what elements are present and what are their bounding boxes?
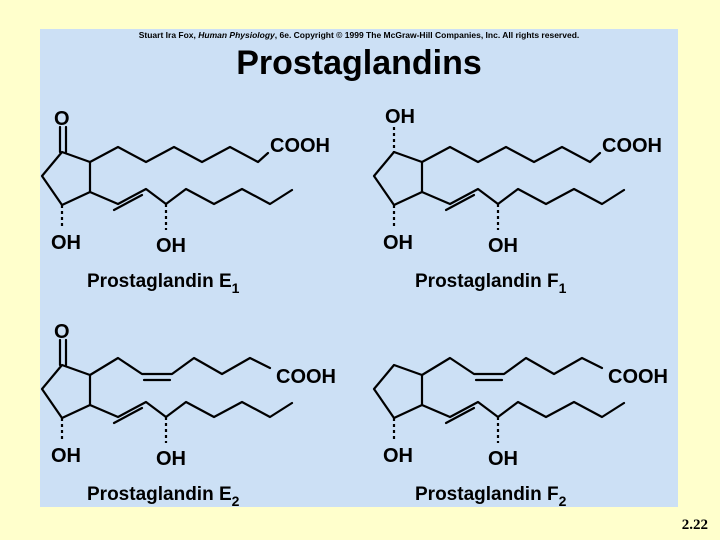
pgf1-trans-double-bond (444, 193, 476, 212)
pge2-ring-hydroxyl: OH (51, 445, 81, 467)
pge2-chain-hydroxyl: OH (156, 448, 186, 470)
copyright-prefix: Stuart Ira Fox, (138, 30, 199, 40)
pgf1-ring-hydroxyl: OH (383, 232, 413, 254)
pgf2-carboxyl: COOH (608, 366, 668, 388)
pge1-ring-hydroxyl: OH (51, 232, 81, 254)
pge1-label: Prostaglandin E1 (87, 271, 240, 296)
pgf2-chain-hydroxyl: OH (488, 448, 518, 470)
pge1-trans-double-bond (112, 193, 144, 212)
pgf2-alpha-chain (420, 356, 604, 377)
pge2-ring (40, 363, 92, 420)
pge1-alpha-chain (88, 145, 270, 164)
pgf1-ring (372, 150, 424, 207)
molecule-pgf1: OH COOH OH OH Prostaglandin F1 (372, 106, 662, 296)
pge2-label: Prostaglandin E2 (87, 484, 240, 509)
pgf2-label: Prostaglandin F2 (415, 484, 567, 509)
pgf2-label-name: Prostaglandin F (415, 484, 559, 505)
molecule-pge2: O COOH OH OH Prostaglandin E2 (40, 321, 336, 509)
pge1-label-subscript: 1 (232, 280, 240, 296)
pge2-label-subscript: 2 (232, 493, 240, 509)
pge1-keto-oxygen: O (54, 108, 70, 130)
pge1-chain-hydroxyl: OH (156, 235, 186, 257)
pgf1-top-hydroxyl: OH (385, 106, 415, 128)
pge2-carboxyl: COOH (276, 366, 336, 388)
pgf2-label-subscript: 2 (559, 493, 567, 509)
pgf1-label: Prostaglandin F1 (415, 271, 567, 296)
pge1-carboxyl: COOH (270, 135, 330, 157)
content-panel (40, 29, 678, 507)
pgf2-trans-double-bond (444, 406, 476, 425)
pge2-omega-chain (88, 400, 294, 419)
pgf2-omega-chain (420, 400, 626, 419)
pgf1-label-name: Prostaglandin F (415, 271, 559, 292)
pge1-label-name: Prostaglandin E (87, 271, 232, 292)
pge2-label-name: Prostaglandin E (87, 484, 232, 505)
pge1-ring (40, 150, 92, 207)
pge1-omega-chain (88, 187, 294, 206)
pgf1-label-subscript: 1 (559, 280, 567, 296)
pge2-trans-double-bond (112, 406, 144, 425)
molecule-pgf2: COOH OH OH Prostaglandin F2 (372, 356, 668, 509)
pgf1-carboxyl: COOH (602, 135, 662, 157)
pge2-keto-oxygen: O (54, 321, 70, 343)
pge2-alpha-chain (88, 356, 272, 377)
pgf2-ring (372, 363, 424, 420)
pgf1-alpha-chain (420, 145, 602, 164)
page-title: Prostaglandins (236, 44, 482, 82)
pgf1-omega-chain (420, 187, 626, 206)
pgf2-ring-hydroxyl: OH (383, 445, 413, 467)
copyright-book-title: Human Physiology (198, 30, 275, 40)
copyright-notice: Stuart Ira Fox, Human Physiology, 6e. Co… (40, 30, 678, 40)
copyright-suffix: , 6e. Copyright © 1999 The McGraw-Hill C… (274, 30, 580, 40)
pgf1-chain-hydroxyl: OH (488, 235, 518, 257)
molecule-pge1: O COOH OH OH Prostaglandin E1 (40, 108, 330, 296)
slide-number: 2.22 (681, 517, 708, 533)
